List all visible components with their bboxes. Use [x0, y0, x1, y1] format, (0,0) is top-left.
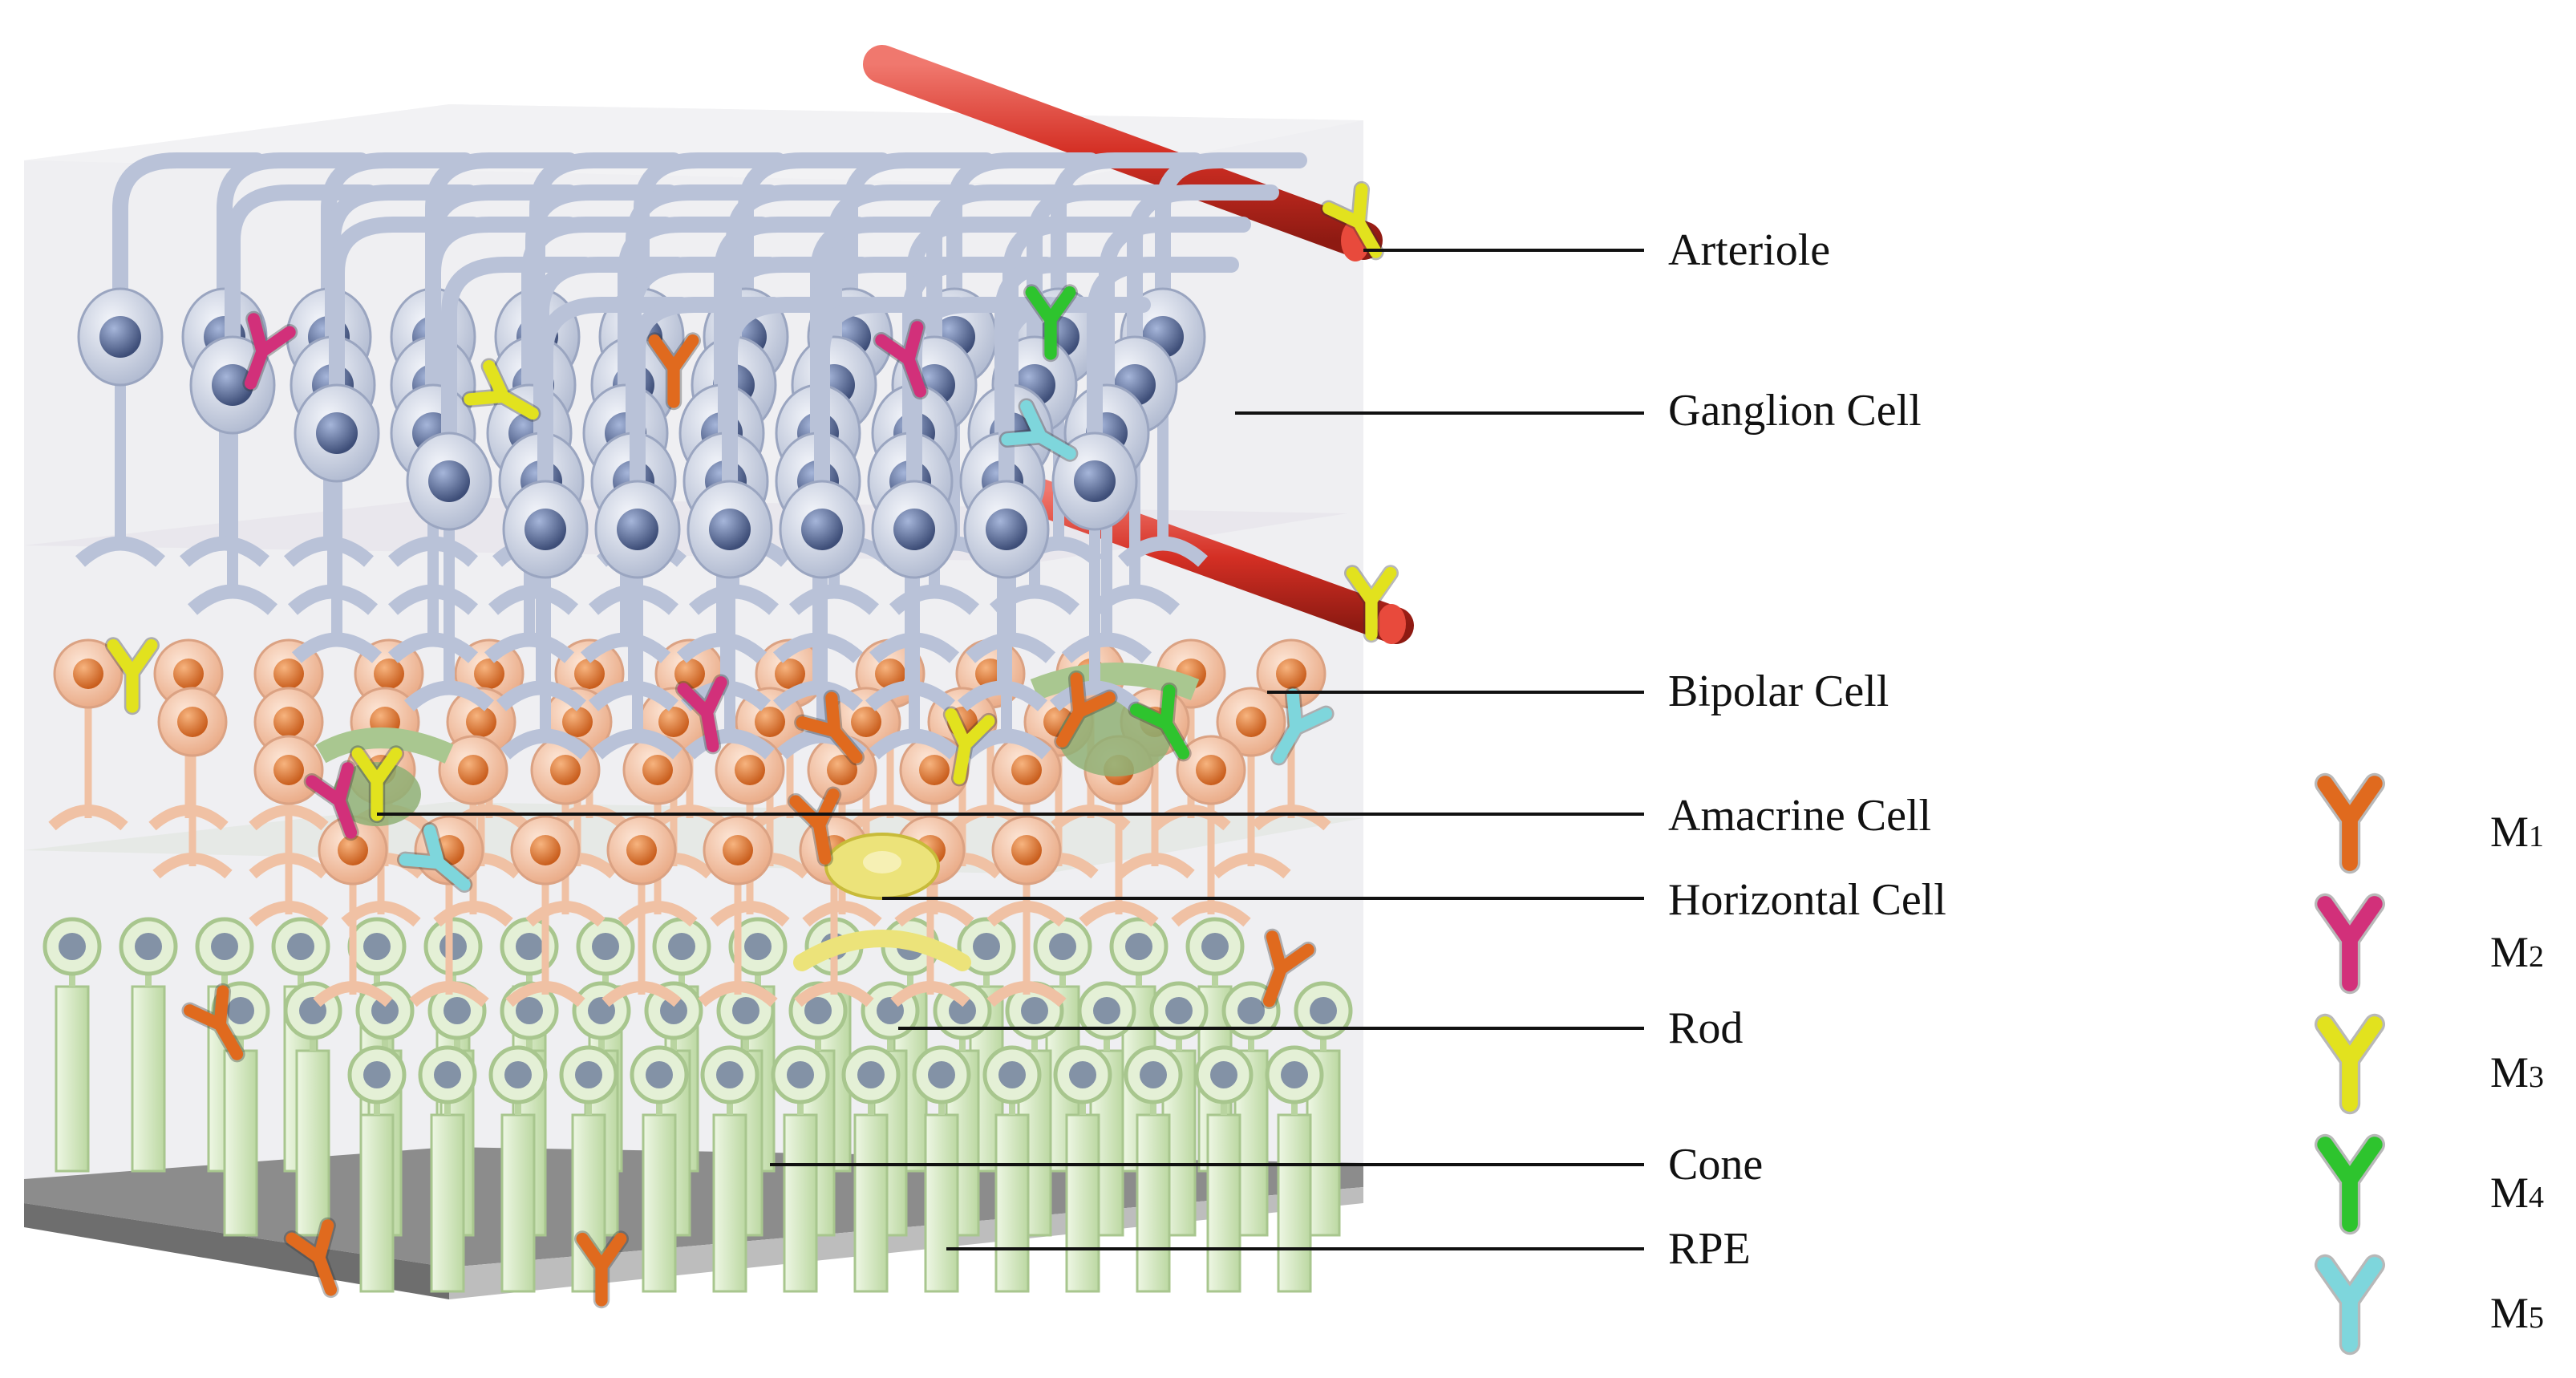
label-arteriole: Arteriole — [1668, 225, 1830, 275]
label-ganglion-cell: Ganglion Cell — [1668, 386, 1922, 436]
ganglion-cell-icon — [75, 152, 265, 567]
cone-icon — [771, 1045, 830, 1293]
rod-icon — [488, 1045, 548, 1293]
label-amacrine-cell: Amacrine Cell — [1668, 791, 1931, 841]
receptor-y-icon — [461, 358, 541, 422]
label-rpe: RPE — [1668, 1224, 1751, 1274]
label-bipolar-cell: Bipolar Cell — [1668, 667, 1889, 716]
cone-icon — [982, 1045, 1042, 1293]
bipolar-cell-icon — [601, 815, 682, 1007]
horizontal-cell-icon — [793, 833, 971, 971]
bipolar-cell-icon — [1171, 735, 1251, 927]
rod-icon — [1265, 1045, 1324, 1293]
legend-label: M3 — [2490, 1048, 2544, 1096]
legend-label: M5 — [2490, 1289, 2544, 1337]
bipolar-cell-icon — [48, 638, 128, 831]
bipolar-layer — [48, 638, 1331, 1007]
legend-item-m3: M3 — [2314, 1013, 2544, 1115]
receptor-y-icon — [573, 1230, 630, 1309]
receptor-y-icon — [1128, 682, 1192, 762]
cone-icon — [43, 917, 102, 1173]
receptor-y-icon — [1023, 284, 1079, 363]
ganglion-cell-icon — [500, 297, 690, 760]
legend-label: M1 — [2490, 808, 2544, 856]
bipolar-cell-icon — [505, 815, 585, 1007]
receptor-y-icon — [1261, 928, 1317, 1010]
legend-label: M2 — [2490, 928, 2544, 976]
bipolar-cell-icon — [1211, 687, 1291, 879]
receptor-y-icon — [283, 1217, 339, 1299]
ganglion-cell-icon — [684, 297, 874, 760]
legend-item-m1: M1 — [2314, 772, 2544, 874]
receptor-y-icon — [1270, 686, 1335, 766]
rod-icon — [841, 1045, 901, 1293]
receptor-y-icon — [2314, 1133, 2386, 1235]
ganglion-layer — [75, 152, 1307, 760]
receptor-y-icon — [242, 310, 298, 392]
receptor-y-icon — [2314, 1013, 2386, 1115]
receptor-y-icon — [303, 760, 359, 841]
bipolar-cell-icon — [152, 687, 233, 879]
receptor-y-icon — [1343, 565, 1399, 643]
receptor-y-icon — [794, 689, 865, 766]
receptor-y-icon — [181, 983, 245, 1063]
receptor-y-icon — [998, 398, 1079, 462]
rod-icon — [1053, 1045, 1112, 1293]
rod-icon — [119, 917, 178, 1173]
legend-item-m5: M5 — [2314, 1254, 2544, 1356]
receptor-y-icon — [349, 745, 405, 824]
receptor-y-icon — [2314, 893, 2386, 995]
bipolar-cell-icon — [698, 815, 778, 1007]
rod-icon — [700, 1045, 759, 1293]
bipolar-cell-icon — [986, 815, 1067, 1007]
receptor-y-icon — [674, 674, 730, 755]
rod-icon — [418, 1045, 477, 1293]
legend-label: M4 — [2490, 1169, 2544, 1217]
receptor-y-icon — [2314, 772, 2386, 874]
label-cone: Cone — [1668, 1140, 1763, 1190]
cone-icon — [347, 1045, 407, 1293]
leader-lines — [377, 249, 1644, 1250]
receptor-y-icon — [942, 706, 998, 787]
rod-icon — [1124, 1045, 1183, 1293]
ganglion-cell-icon — [403, 257, 593, 711]
receptor-y-icon — [1320, 180, 1384, 261]
legend-item-m4: M4 — [2314, 1133, 2544, 1235]
layer-labels: Arteriole Ganglion Cell Bipolar Cell Ama… — [1668, 225, 1946, 1274]
cone-icon — [211, 981, 270, 1237]
receptor-markers — [104, 180, 1399, 1309]
receptor-y-icon — [1054, 670, 1118, 750]
rod-icon — [630, 1045, 689, 1293]
bipolar-cell-icon — [249, 735, 329, 927]
receptor-y-icon — [396, 822, 473, 893]
receptor-y-icon — [2314, 1254, 2386, 1356]
receptor-y-icon — [873, 318, 929, 400]
receptor-y-icon — [104, 637, 160, 715]
ganglion-cell-icon — [592, 297, 782, 760]
label-horizontal-cell: Horizontal Cell — [1668, 875, 1946, 925]
rod-icon — [912, 1045, 971, 1293]
ganglion-cell-icon — [961, 297, 1151, 760]
label-rod: Rod — [1668, 1003, 1743, 1053]
ganglion-cell-icon — [291, 217, 481, 663]
cone-icon — [1194, 1045, 1254, 1293]
receptor-y-icon — [646, 332, 702, 411]
bipolar-cell-icon — [313, 815, 393, 1007]
legend-item-m2: M2 — [2314, 893, 2544, 995]
